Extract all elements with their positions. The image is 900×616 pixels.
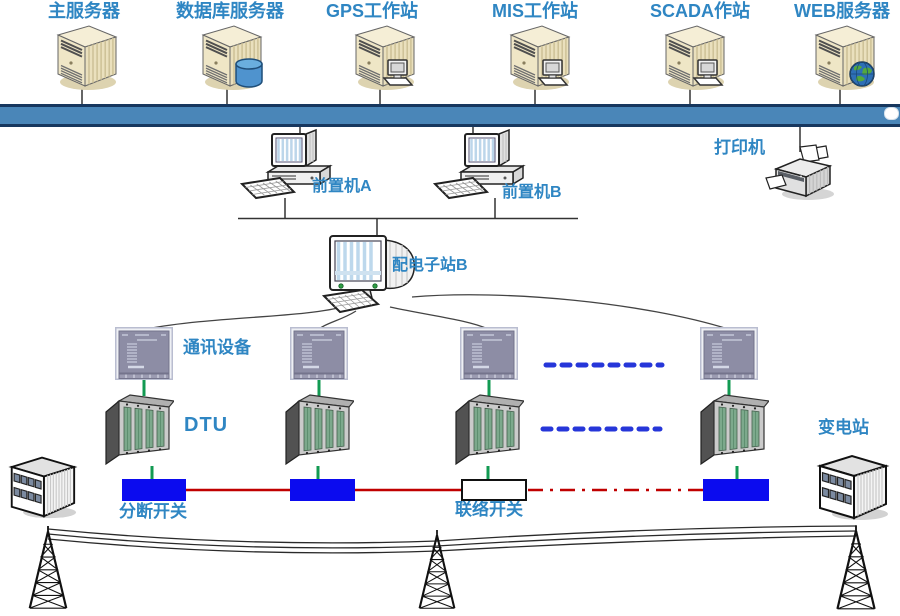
ethernet-bus [0, 104, 900, 127]
bus-to-device-links [238, 121, 801, 242]
comm-to-dtu-links [142, 379, 731, 396]
transmission-tower-icon [28, 526, 68, 610]
dtu-to-switch-links [150, 466, 739, 480]
station-to-comm-curves [145, 294, 729, 330]
server-to-bus-links [81, 88, 841, 105]
bus-end-cap [884, 107, 899, 120]
power-wires [47, 525, 857, 554]
ellipsis-dashes [540, 362, 665, 432]
transmission-tower-icon [836, 524, 876, 611]
